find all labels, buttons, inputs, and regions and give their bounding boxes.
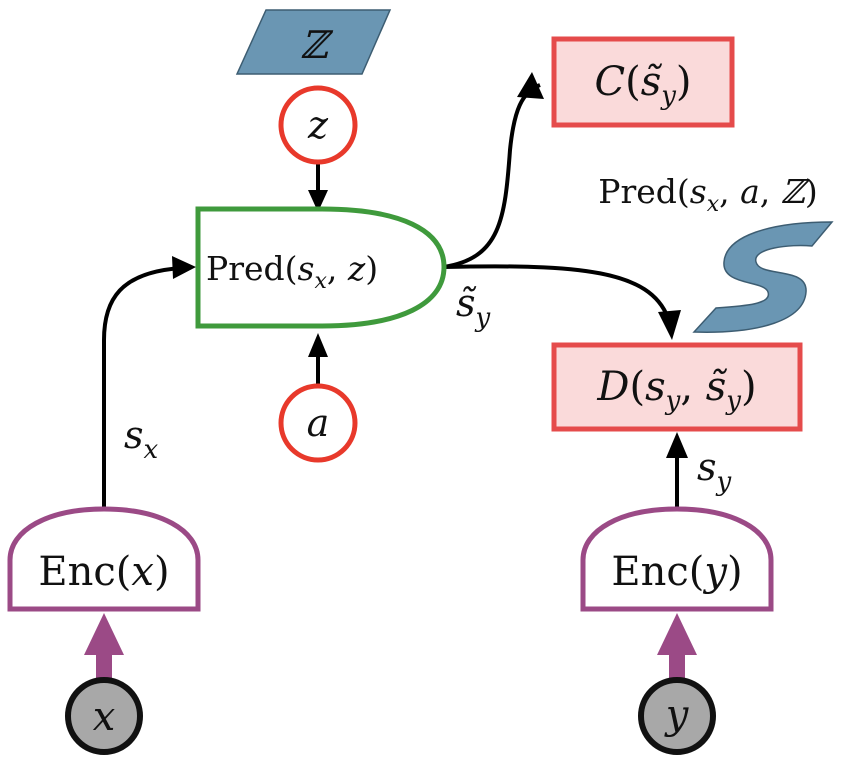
input-x-circle <box>65 677 143 755</box>
arrowhead-predictor-to-cost <box>517 72 544 99</box>
predictor-label: Pred(sx, z) <box>206 249 378 294</box>
encoder-y-shape <box>580 506 774 612</box>
input-x-label: x <box>93 694 116 740</box>
edge-label-s-tilde-y: s̃y <box>456 281 491 333</box>
energy-d-label: D(sy, s̃y) <box>596 364 756 416</box>
arrowhead-a-to-predictor <box>308 333 328 357</box>
action-a-circle <box>278 383 358 463</box>
latent-set-parallelogram <box>235 9 392 75</box>
encoder-y-node: Enc(y) <box>580 506 774 612</box>
latent-z-node: z <box>278 85 358 165</box>
arrow-y-to-encoder-shaft <box>669 650 685 680</box>
input-y-label: y <box>664 692 690 738</box>
encoder-y-label: Enc(y) <box>611 549 742 595</box>
action-a-label: a <box>307 401 330 445</box>
encoder-x-shape <box>7 506 201 612</box>
predictor-node: Pred(sx, z) <box>195 206 447 329</box>
arrowhead-ency-to-energy <box>666 432 688 458</box>
energy-d-node: D(sy, s̃y) <box>551 342 803 432</box>
arrow-predictor-to-cost <box>443 83 541 269</box>
edge-label-s-y: sy <box>697 445 732 497</box>
predictor-shape <box>195 206 447 329</box>
prediction-set-label: Pred(sx, a, ℤ) <box>598 172 818 217</box>
cost-c-box <box>551 36 735 128</box>
arrow-predictor-to-energy <box>443 264 670 319</box>
encoder-x-node: Enc(x) <box>7 506 201 612</box>
arrowhead-z-to-predictor <box>308 190 328 212</box>
arrowhead-x-to-encoder <box>84 613 124 655</box>
edge-label-s-x: sx <box>124 413 159 465</box>
encoder-x-label: Enc(x) <box>38 549 169 595</box>
arrowhead-predictor-to-energy <box>658 310 681 340</box>
latent-z-circle <box>278 85 358 165</box>
input-x-node: x <box>65 677 143 755</box>
latent-set-node: ℤ <box>235 9 392 75</box>
cost-c-node: C(s̃y) <box>551 36 735 128</box>
input-y-circle <box>638 677 716 755</box>
input-y-node: y <box>638 677 716 755</box>
action-a-node: a <box>278 383 358 463</box>
arrowhead-encx-to-predictor <box>172 256 196 279</box>
prediction-manifold-icon <box>692 221 834 333</box>
energy-d-box <box>551 342 803 432</box>
arrow-x-to-encoder-shaft <box>96 650 112 680</box>
arrowhead-y-to-encoder <box>657 613 697 655</box>
cost-c-label: C(s̃y) <box>594 59 691 111</box>
arrow-encx-to-predictor <box>102 266 183 520</box>
latent-z-label: z <box>307 103 329 147</box>
